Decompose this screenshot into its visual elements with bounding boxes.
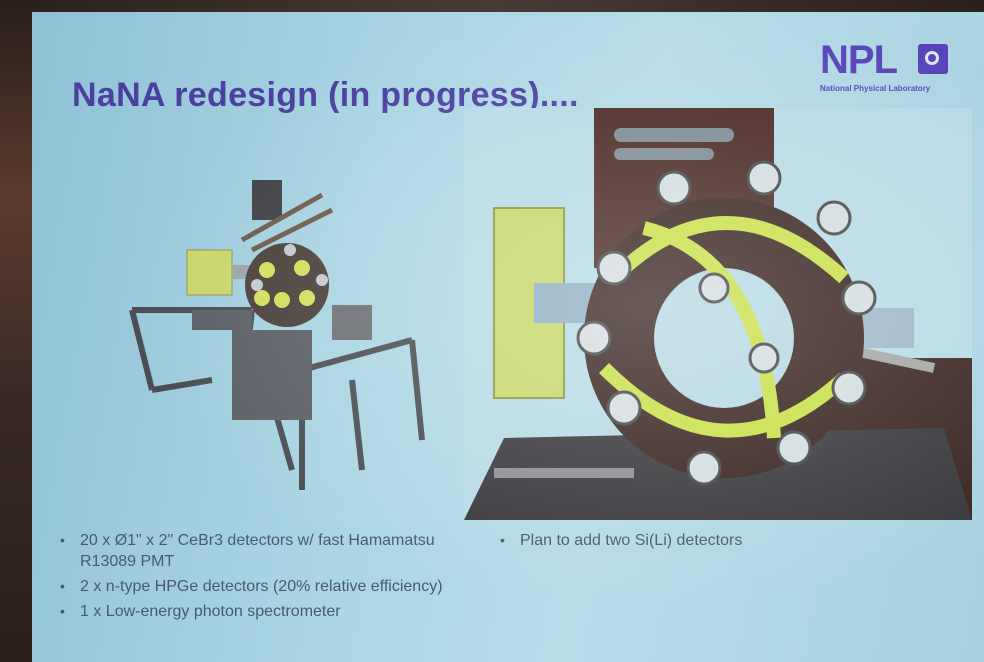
bullet-icon: •: [500, 532, 505, 548]
bullet-text: Plan to add two Si(Li) detectors: [520, 532, 743, 549]
render-full-array: [92, 140, 472, 520]
list-item: • Plan to add two Si(Li) detectors: [496, 530, 916, 551]
detector-ring-illustration: [464, 108, 972, 520]
bullet-text: 20 x Ø1" x 2" CeBr3 detectors w/ fast Ha…: [80, 532, 435, 570]
left-bullet-list: • 20 x Ø1" x 2" CeBr3 detectors w/ fast …: [56, 530, 486, 626]
bullet-text: 2 x n-type HPGe detectors (20% relative …: [80, 578, 443, 595]
full-array-illustration: [129, 180, 425, 490]
logo-mark-icon: [918, 44, 948, 74]
list-item: • 20 x Ø1" x 2" CeBr3 detectors w/ fast …: [56, 530, 486, 572]
bullet-icon: •: [60, 603, 65, 619]
bullet-text: 1 x Low-energy photon spectrometer: [80, 603, 341, 620]
projected-slide: NaNA redesign (in progress).... NPL Nati…: [32, 12, 984, 662]
bullet-icon: •: [60, 578, 65, 594]
render-detector-ring-closeup: [464, 108, 972, 520]
right-bullet-list: • Plan to add two Si(Li) detectors: [496, 530, 916, 555]
logo-subtitle: National Physical Laboratory: [820, 84, 931, 93]
list-item: • 2 x n-type HPGe detectors (20% relativ…: [56, 576, 486, 597]
npl-logo: NPL National Physical Laboratory: [820, 38, 950, 108]
bullet-icon: •: [60, 532, 65, 548]
logo-text: NPL: [820, 38, 898, 82]
slide-title: NaNA redesign (in progress)....: [72, 76, 579, 114]
list-item: • 1 x Low-energy photon spectrometer: [56, 601, 486, 622]
